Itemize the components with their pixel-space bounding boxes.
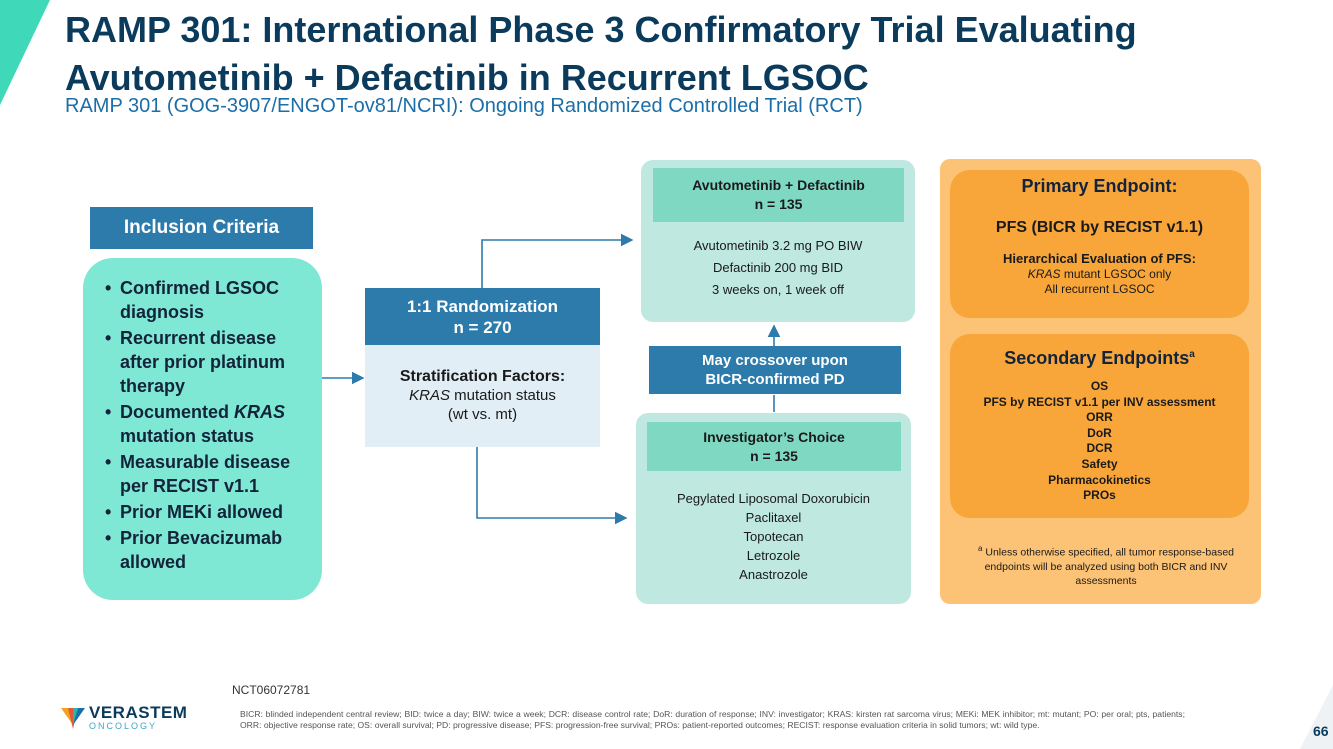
secondary-item: Pharmacokinetics (1048, 472, 1151, 487)
crossover-line-2: BICR-confirmed PD (705, 371, 845, 388)
primary-endpoint-title: Primary Endpoint: (1021, 176, 1178, 196)
inclusion-item: Prior MEKi allowed (103, 500, 308, 524)
arrow-randomization-to-arm1 (481, 233, 634, 288)
arm1-line: Defactinib 200 mg BID (712, 260, 844, 275)
primary-endpoint-main: PFS (BICR by RECIST v1.1) (995, 219, 1204, 236)
stratification-box: Stratification Factors: KRAS mutation st… (365, 345, 600, 447)
inclusion-item: Measurable disease per RECIST v1.1 (103, 450, 308, 498)
secondary-endpoints-list: OS PFS by RECIST v1.1 per INV assessment… (950, 379, 1249, 504)
arm1-line: 3 weeks on, 1 week off (711, 282, 844, 297)
corner-decoration (1300, 685, 1333, 749)
arm1-header: Avutometinib + Defactinib n = 135 (653, 168, 904, 222)
inclusion-box: Confirmed LGSOC diagnosis Recurrent dise… (83, 258, 322, 600)
abbreviations-footer: BICR: blinded independent central review… (240, 709, 1185, 730)
arm2-regimen: Pegylated Liposomal Doxorubicin Paclitax… (636, 489, 911, 584)
page-title: RAMP 301: International Phase 3 Confirma… (65, 9, 1137, 98)
primary-endpoint-box: Primary Endpoint: PFS (BICR by RECIST v1… (950, 170, 1249, 318)
crossover-line-1: May crossover upon (702, 352, 848, 369)
randomization-header: 1:1 Randomization n = 270 (365, 288, 600, 345)
secondary-item: PFS by RECIST v1.1 per INV assessment (983, 394, 1216, 409)
logo-sub: ONCOLOGY (89, 721, 158, 731)
secondary-endpoints-box: Secondary Endpointsa OS PFS by RECIST v1… (950, 334, 1249, 518)
inclusion-item: Recurrent disease after prior platinum t… (103, 326, 308, 398)
secondary-item: PROs (1083, 488, 1116, 503)
stratification-line: KRAS mutation status (409, 387, 556, 404)
arm2-line: Paclitaxel (745, 510, 802, 525)
page-subtitle: RAMP 301 (GOG-3907/ENGOT-ov81/NCRI): Ong… (65, 95, 863, 117)
arm1-n: n = 135 (754, 196, 803, 212)
arm2-line: Letrozole (746, 548, 801, 563)
inclusion-item: Confirmed LGSOC diagnosis (103, 276, 308, 324)
randomization-n: n = 270 (453, 317, 512, 337)
arm2-line: Anastrozole (739, 567, 808, 582)
inclusion-list: Confirmed LGSOC diagnosis Recurrent dise… (103, 276, 308, 574)
secondary-endpoints-title: Secondary Endpointsa (1004, 348, 1195, 368)
company-logo: VERASTEM ONCOLOGY (60, 703, 188, 731)
hierarchical-line-2: All recurrent LGSOC (1044, 282, 1155, 296)
stratification-line-2: (wt vs. mt) (447, 406, 518, 423)
inclusion-item: Documented KRAS mutation status (103, 400, 308, 448)
stratification-title: Stratification Factors: (399, 368, 566, 385)
hierarchical-title: Hierarchical Evaluation of PFS: (1003, 251, 1196, 266)
crossover-box: May crossover upon BICR-confirmed PD (649, 346, 901, 394)
arm2-header: Investigator’s Choice n = 135 (647, 422, 901, 471)
secondary-item: Safety (1081, 456, 1118, 471)
arm2-line: Pegylated Liposomal Doxorubicin (677, 491, 870, 506)
secondary-item: DoR (1087, 425, 1112, 440)
arm2-line: Topotecan (743, 529, 804, 544)
inclusion-item: Prior Bevacizumab allowed (103, 526, 308, 574)
arm2-title: Investigator’s Choice (703, 428, 845, 445)
secondary-item: OS (1090, 379, 1109, 393)
endpoints-footnote: a Unless otherwise specified, all tumor … (978, 544, 1234, 587)
trial-id: NCT06072781 (232, 683, 311, 697)
arm1-line: Avutometinib 3.2 mg PO BIW (693, 238, 863, 253)
arm1-regimen: Avutometinib 3.2 mg PO BIW Defactinib 20… (641, 235, 915, 301)
page-number: 66 (1313, 723, 1329, 739)
arm2-n: n = 135 (750, 447, 798, 464)
hierarchical-line-1: KRAS mutant LGSOC only (1027, 267, 1172, 281)
arrow-randomization-to-arm2 (476, 447, 628, 525)
secondary-item: DCR (1086, 441, 1113, 456)
inclusion-header: Inclusion Criteria (90, 207, 313, 249)
secondary-item: ORR (1086, 410, 1113, 425)
logo-name: VERASTEM (89, 703, 188, 722)
corner-accent (0, 0, 50, 105)
arm1-title: Avutometinib + Defactinib (692, 177, 865, 193)
randomization-title: 1:1 Randomization (406, 296, 559, 316)
logo-mark-icon (61, 708, 85, 729)
